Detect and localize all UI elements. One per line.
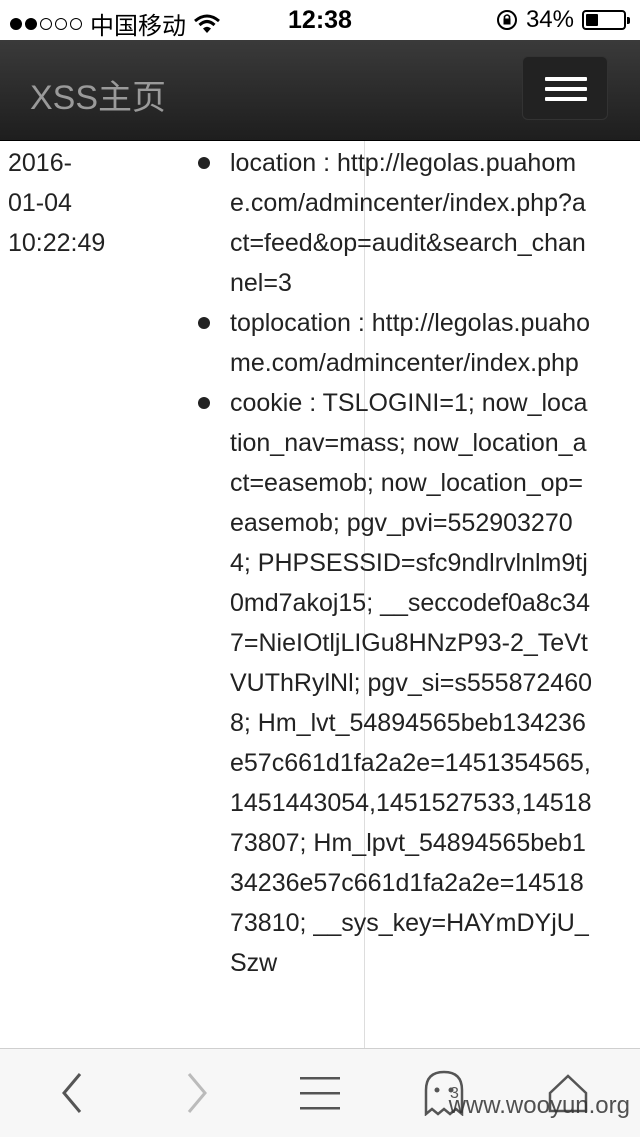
tabs-icon (424, 1070, 464, 1116)
field-toplocation: toplocation : http://legolas.puahome.com… (192, 303, 592, 383)
signal-dot (40, 17, 52, 30)
signal-dot (70, 17, 82, 30)
tabs-count: 3 (450, 1085, 459, 1102)
battery-percent: 34% (525, 6, 574, 33)
time-line: 10:22:49 (8, 229, 106, 257)
signal-dot (10, 17, 22, 30)
watermark: www.wooyun.org (448, 1092, 630, 1119)
home-icon (548, 1074, 588, 1113)
orientation-lock-icon (496, 10, 517, 30)
signal-dot (25, 17, 37, 30)
hamburger-bar (545, 77, 587, 81)
record-datetime: 2016- 01-04 10:22:49 (8, 143, 128, 263)
battery-level (586, 14, 598, 26)
signal-strength-icon (10, 17, 82, 30)
menu-button[interactable] (278, 1049, 362, 1137)
carrier-name: 中国移动 (90, 13, 186, 40)
menu-icon (300, 1077, 340, 1110)
column-divider (364, 141, 365, 1048)
back-button[interactable] (30, 1049, 114, 1137)
battery-icon (582, 10, 630, 30)
wifi-icon (194, 14, 220, 33)
record-content: 2016- 01-04 10:22:49 location : http://l… (0, 141, 640, 1048)
signal-dot (55, 17, 67, 30)
forward-button[interactable] (155, 1049, 239, 1137)
forward-icon (187, 1073, 207, 1113)
date-line-2: 01-04 (8, 189, 72, 217)
status-right: 34% (496, 6, 630, 34)
date-line-1: 2016- (8, 149, 72, 177)
status-left: 中国移动 (10, 6, 220, 41)
hamburger-bar (545, 87, 587, 91)
field-location: location : http://legolas.puahome.com/ad… (192, 143, 592, 303)
back-icon (62, 1073, 82, 1113)
record-fields: location : http://legolas.puahome.com/ad… (192, 143, 592, 983)
field-cookie: cookie : TSLOGINI=1; now_location_nav=ma… (192, 383, 592, 983)
status-bar: 中国移动 12:38 34% (0, 0, 640, 40)
home-button[interactable] (526, 1049, 610, 1137)
nav-toggle-button[interactable] (522, 56, 608, 120)
brand-link[interactable]: XSS主页 (30, 79, 167, 117)
clock: 12:38 (288, 6, 352, 34)
hamburger-bar (545, 97, 587, 101)
tabs-button[interactable]: 3 (402, 1049, 486, 1137)
navbar: XSS主页 (0, 40, 640, 141)
browser-toolbar: 3 (0, 1048, 640, 1137)
